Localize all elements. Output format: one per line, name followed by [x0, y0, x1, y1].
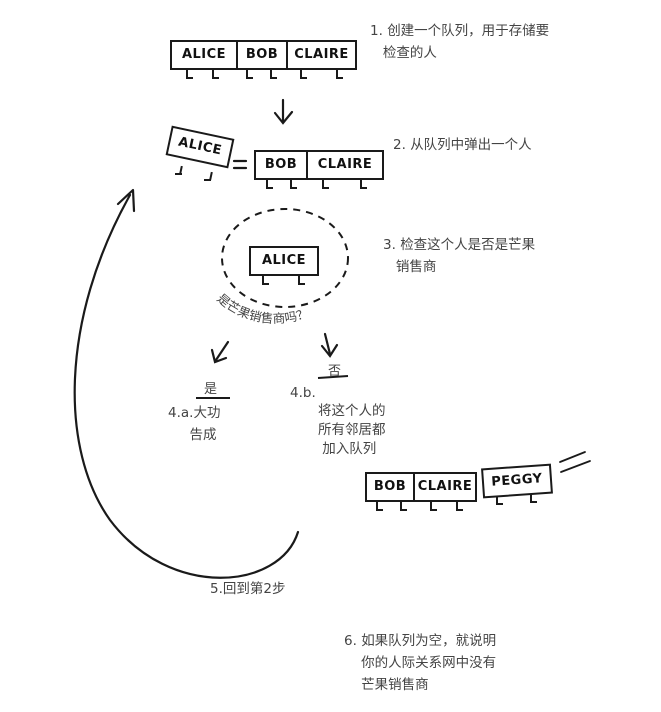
arrow-yes [210, 340, 230, 364]
checked-cell: ALICE [261, 253, 307, 268]
step-1-line1: 创建一个队列，用于存储要 [387, 23, 550, 39]
step-6: 6. 如果队列为空，就说明 你的人际关系网中没有 芒果销售商 [344, 630, 496, 696]
step-3-num: 3. [383, 237, 396, 253]
step-4b-num: 4.b. [290, 385, 316, 401]
new-neighbor: PEGGY [481, 463, 553, 499]
queue-cell: CLAIRE [417, 479, 473, 494]
step-4b-line3: 加入队列 [322, 441, 377, 457]
step-1: 1. 创建一个队列，用于存储要 检查的人 [370, 20, 549, 64]
motion-lines [559, 451, 591, 473]
step-4a: 4.a.大功 告成 [168, 402, 220, 446]
arrow-no [320, 332, 339, 358]
queue-cell: BOB [264, 157, 298, 172]
queue-divider [413, 474, 415, 500]
step-2-text: 从队列中弹出一个人 [410, 137, 532, 153]
queue-remaining: BOB CLAIRE [254, 150, 384, 180]
queue-cell: ALICE [181, 47, 227, 62]
queue-divider [236, 42, 238, 68]
step-1-line2: 检查的人 [382, 45, 437, 61]
step-4b-line2: 所有邻居都 [318, 422, 386, 438]
step-6-line1: 如果队列为空，就说明 [361, 633, 497, 649]
queue-cell: CLAIRE [317, 157, 373, 172]
answer-yes: 是 [204, 382, 218, 397]
step-5: 5.回到第2步 [210, 581, 286, 597]
queue-final: BOB CLAIRE [365, 472, 477, 502]
queue-initial: ALICE BOB CLAIRE [170, 40, 357, 70]
check-circle [221, 208, 349, 308]
arrow-down-1 [273, 98, 294, 125]
queue-cell: BOB [245, 47, 279, 62]
equals-sign [232, 159, 248, 170]
step-3-line2: 销售商 [395, 259, 437, 275]
no-underline [317, 375, 349, 379]
question-textpath: 是芒果销售商吗？ [214, 290, 310, 326]
step-3: 3. 检查这个人是否是芒果 销售商 [383, 234, 535, 278]
answer-no: 否 [328, 364, 342, 379]
step-2: 2. 从队列中弹出一个人 [393, 134, 532, 156]
step-4b: 将这个人的 所有邻居都 加入队列 [318, 402, 386, 459]
step-4a-line1: 大功 [193, 405, 221, 421]
step-6-num: 6. [344, 633, 357, 649]
loop-arrow [73, 193, 300, 579]
loop-arrowhead [116, 188, 136, 213]
queue-cell: BOB [373, 479, 407, 494]
queue-divider [286, 42, 288, 68]
step-4a-line2: 告成 [189, 427, 217, 443]
queue-divider [306, 152, 308, 178]
step-4b-line1: 将这个人的 [318, 403, 386, 419]
checked-person: ALICE [249, 246, 319, 276]
step-6-line3: 芒果销售商 [361, 677, 429, 693]
queue-cell: CLAIRE [294, 47, 349, 62]
step-1-num: 1. [370, 23, 383, 39]
step-2-num: 2. [393, 137, 406, 153]
step-3-line1: 检查这个人是否是芒果 [400, 237, 536, 253]
step-6-line2: 你的人际关系网中没有 [361, 655, 497, 671]
new-neighbor-cell: PEGGY [490, 471, 544, 490]
step-4a-num: 4.a. [168, 405, 194, 421]
question-text: 是芒果销售商吗？ [214, 290, 310, 326]
